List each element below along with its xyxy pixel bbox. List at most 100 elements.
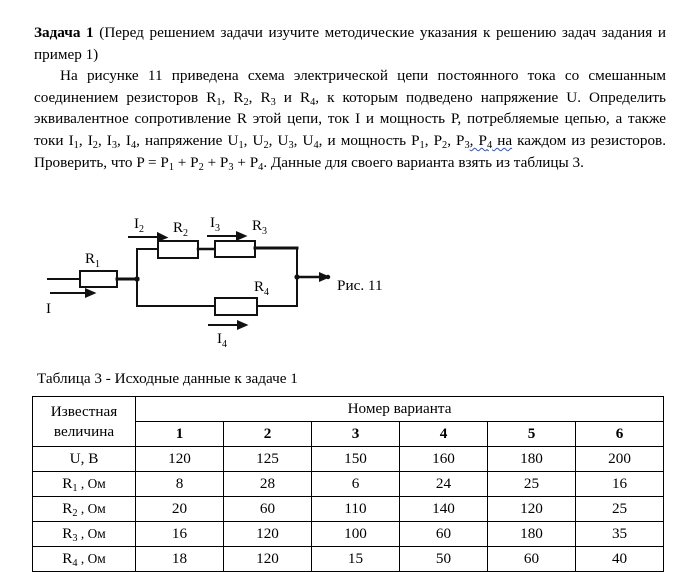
header-variant-6: 6 — [574, 421, 665, 447]
problem-text-6: . Данные для своего варианта взять из та… — [263, 153, 584, 171]
problem-title-line: Задача 1 (Перед решением задачи изучите … — [34, 22, 666, 65]
arrow-i3-head — [236, 230, 248, 242]
label-i2: I2 — [134, 216, 144, 235]
table-head: Известная величина Номер варианта 1 2 3 … — [32, 396, 665, 447]
cell-r2-6: 25 — [574, 496, 665, 522]
table-row: R4 , Ом 18 120 15 50 60 40 — [32, 546, 665, 572]
row-label-r2-sub: 2 — [72, 507, 78, 519]
sep-3: и R — [275, 88, 311, 106]
left-junction-dot — [134, 276, 140, 282]
sub-sum1: 1 — [168, 161, 174, 173]
header-variant-5: 5 — [487, 421, 576, 447]
cell-r1-3: 6 — [311, 471, 400, 497]
cell-r3-3: 100 — [311, 521, 400, 547]
circuit-labels: R1 I I2 R2 I3 R3 R4 I4 — [46, 215, 269, 350]
cell-r3-5: 180 — [487, 521, 576, 547]
sub-i1: 1 — [73, 139, 79, 151]
cell-r3-2: 120 — [223, 521, 312, 547]
current-arrows — [50, 230, 331, 331]
row-label-r2: R2 , Ом — [32, 496, 136, 522]
row-label-r3-tail: , Ом — [77, 526, 106, 541]
cell-r4-4: 50 — [399, 546, 488, 572]
initial-data-table: Известная величина Номер варианта 1 2 3 … — [32, 396, 665, 572]
i-sep-1: , I — [78, 131, 93, 149]
label-i3: I3 — [210, 215, 220, 234]
table-row: R2 , Ом 20 60 110 140 120 25 — [32, 496, 665, 522]
cell-r4-5: 60 — [487, 546, 576, 572]
row-label-r1-sub: 1 — [72, 482, 78, 494]
cell-r2-3: 110 — [311, 496, 400, 522]
sub-r2: 2 — [243, 96, 249, 108]
cell-r2-5: 120 — [487, 496, 576, 522]
label-i: I — [46, 301, 51, 317]
cell-r1-4: 24 — [399, 471, 488, 497]
cell-r4-2: 120 — [223, 546, 312, 572]
row-label-r4-tail: , Ом — [77, 551, 106, 566]
sub-u2: 2 — [263, 139, 269, 151]
row-label-u-text: U, В — [69, 450, 99, 467]
table-row: U, В 120 125 150 160 180 200 — [32, 446, 665, 472]
cell-u-5: 180 — [487, 446, 576, 472]
cell-u-4: 160 — [399, 446, 488, 472]
resistor-r1-body — [79, 270, 118, 288]
sub-sum4: 4 — [258, 161, 264, 173]
sub-p3: 3 — [464, 139, 470, 151]
cell-u-1: 120 — [135, 446, 224, 472]
problem-body-paragraph: На рисунке 11 приведена схема электричес… — [34, 65, 666, 173]
arrow-i4-head — [237, 319, 249, 331]
cell-r1-1: 8 — [135, 471, 224, 497]
spellchecked-word: на — [492, 131, 513, 149]
table-header-row-1: Известная величина Номер варианта — [32, 396, 665, 447]
cell-r1-5: 25 — [487, 471, 576, 497]
resistor-r4-body — [214, 297, 258, 316]
problem-text-1: На рисунке 11 приведена схема электричес… — [34, 67, 666, 106]
sub-u3: 3 — [288, 139, 294, 151]
sub-sum3: 3 — [228, 161, 234, 173]
row-label-r1-tail: , Ом — [77, 476, 106, 491]
sum-sep-3: + P — [233, 153, 259, 171]
arrow-i2-head — [157, 231, 169, 242]
header-variant-1: 1 — [135, 421, 224, 447]
sub-r3: 3 — [270, 96, 276, 108]
p-sep-2: , P — [447, 131, 465, 149]
cell-r3-6: 35 — [574, 521, 665, 547]
cell-u-6: 200 — [574, 446, 665, 472]
row-label-r4-text: R — [62, 550, 73, 567]
figure-caption: Рис. 11 — [337, 277, 383, 294]
cell-u-3: 150 — [311, 446, 400, 472]
label-r4: R4 — [254, 279, 269, 298]
row-label-r3: R3 , Ом — [32, 521, 136, 547]
header-known-line-1: Известная — [50, 402, 118, 420]
label-r1: R1 — [85, 251, 100, 270]
right-junction-dot — [294, 274, 300, 280]
arrow-out-head — [319, 271, 331, 283]
table-caption: Таблица 3 - Исходные данные к задаче 1 — [37, 370, 298, 387]
row-label-r3-text: R — [62, 525, 73, 542]
sub-r1: 1 — [216, 96, 222, 108]
resistor-r3-body — [214, 240, 256, 258]
label-r2: R2 — [173, 220, 188, 239]
cell-r1-2: 28 — [223, 471, 312, 497]
table-row: R1 , Ом 8 28 6 24 25 16 — [32, 471, 665, 497]
row-label-r1-text: R — [62, 475, 73, 492]
sep-2: , R — [248, 88, 271, 106]
problem-title-bold: Задача 1 — [34, 24, 94, 41]
sum-sep-1: + P — [173, 153, 199, 171]
problem-text-2: , к которым подведено напряжение U. Опре… — [34, 88, 666, 149]
i-sep-2: , I — [97, 131, 112, 149]
circuit-diagram: R1 I I2 R2 I3 R3 R4 I4 — [30, 210, 430, 350]
label-i4: I4 — [217, 331, 227, 350]
table-body: U, В 120 125 150 160 180 200 R1 , Ом 8 2… — [32, 446, 665, 572]
row-label-r2-tail: , Ом — [77, 501, 106, 516]
label-r3: R3 — [252, 218, 267, 237]
problem-text-5: каждом из резисторов. Проверить, что P =… — [34, 131, 667, 171]
row-label-r3-sub: 3 — [72, 532, 78, 544]
cell-r4-6: 40 — [574, 546, 665, 572]
cell-r3-1: 16 — [135, 521, 224, 547]
header-variant-4: 4 — [399, 421, 488, 447]
problem-statement: Задача 1 (Перед решением задачи изучите … — [34, 22, 666, 173]
sub-u1: 1 — [238, 139, 244, 151]
u-sep-1: , U — [243, 131, 264, 149]
u-sep-3: , U — [293, 131, 314, 149]
header-known-line-2: величина — [53, 422, 115, 440]
